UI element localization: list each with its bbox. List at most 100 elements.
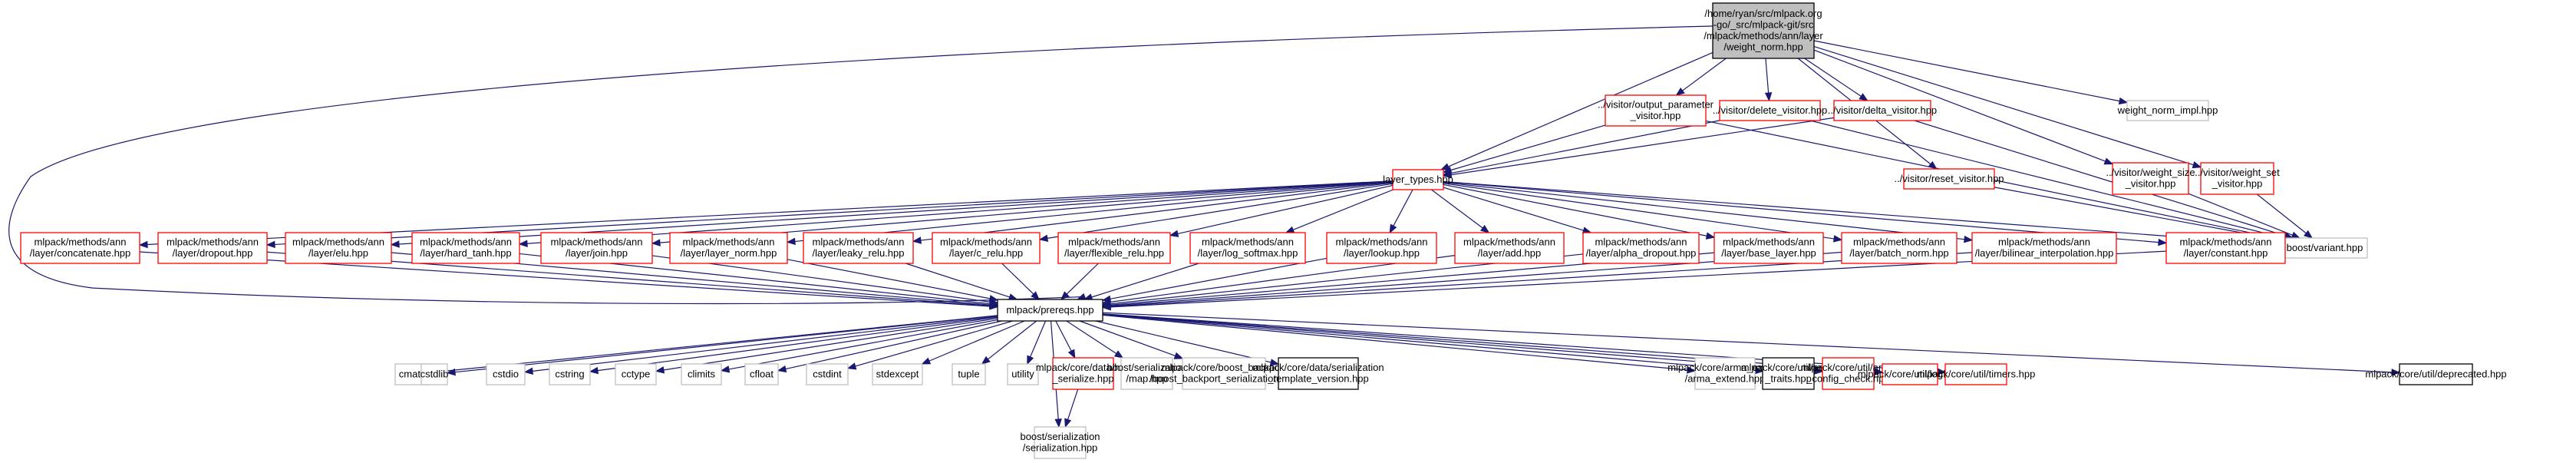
edge-layertypes-to-logsoftmax xyxy=(1285,189,1394,233)
node-label: mlpack/methods/ann xyxy=(1853,236,1945,248)
node-label: climits xyxy=(688,368,716,379)
node-stdexcept[interactable]: stdexcept xyxy=(872,363,923,385)
edge-line xyxy=(1110,252,1973,307)
edge-root-to-wset xyxy=(1813,46,2202,169)
node-box xyxy=(1189,232,1306,264)
edge-layertypes-to-batchnorm xyxy=(1443,183,1843,243)
edge-prereqs-to-utility xyxy=(1027,320,1047,365)
node-deprecated[interactable]: mlpack/core/util/deprecated.hpp xyxy=(2365,363,2507,385)
node-climits[interactable]: climits xyxy=(681,363,722,385)
node-cfloat[interactable]: cfloat xyxy=(744,363,779,385)
node-bilinear[interactable]: mlpack/methods/ann/layer/bilinear_interp… xyxy=(1971,232,2117,264)
arrowhead-icon xyxy=(2291,231,2301,239)
node-crelu[interactable]: mlpack/methods/ann/layer/c_relu.hpp xyxy=(932,232,1041,264)
node-cstdint[interactable]: cstdint xyxy=(806,363,849,385)
node-label: ../visitor/output_parameter xyxy=(1598,99,1714,111)
arrowhead-icon xyxy=(1859,93,1869,101)
node-box xyxy=(2200,162,2274,195)
node-label: _config_check.hpp xyxy=(1806,373,1889,385)
node-backport[interactable]: mlpack/core/boost_backport/boost_backpor… xyxy=(1149,357,1298,390)
node-cstdio[interactable]: cstdio xyxy=(486,363,526,385)
node-layernorm[interactable]: mlpack/methods/ann/layer/layer_norm.hpp xyxy=(669,232,788,264)
node-wsize[interactable]: ../visitor/weight_size_visitor.hpp xyxy=(2106,162,2195,195)
node-log[interactable]: mlpack/core/util/log.hpp xyxy=(1858,363,1963,385)
node-reset[interactable]: ../visitor/reset_visitor.hpp xyxy=(1894,168,2004,190)
node-delta[interactable]: ../visitor/delta_visitor.hpp xyxy=(1828,100,1937,121)
edge-prereqs-to-climits xyxy=(720,319,998,373)
edge-leakyrelu-to-prereqs xyxy=(905,263,1018,301)
node-label: cfloat xyxy=(750,368,773,379)
node-box xyxy=(486,363,526,385)
node-armatraits[interactable]: mlpack/core/util/arma_traits.hpp xyxy=(1741,357,1836,390)
node-armaextend[interactable]: mlpack/core/arma_extend/arma_extend.hpp xyxy=(1667,357,1783,390)
edge-root-to-outparam xyxy=(1675,58,1727,96)
edge-line xyxy=(1091,263,1199,298)
arrowhead-icon xyxy=(390,240,400,248)
node-alphadropout[interactable]: mlpack/methods/ann/layer/alpha_dropout.h… xyxy=(1582,232,1700,264)
node-box xyxy=(669,232,788,264)
node-add[interactable]: mlpack/methods/ann/layer/add.hpp xyxy=(1454,232,1565,264)
node-label: ../visitor/reset_visitor.hpp xyxy=(1894,173,2004,184)
node-label: /layer/log_softmax.hpp xyxy=(1198,247,1298,259)
node-constant[interactable]: mlpack/methods/ann/layer/constant.hpp xyxy=(2165,232,2286,264)
node-elu[interactable]: mlpack/methods/ann/layer/elu.hpp xyxy=(285,232,392,264)
node-box xyxy=(932,232,1041,264)
node-label: mlpack/core/util/deprecated.hpp xyxy=(2365,368,2506,379)
node-label: mlpack/methods/ann xyxy=(1068,236,1160,248)
edge-line xyxy=(728,319,998,370)
node-cctype[interactable]: cctype xyxy=(615,363,657,385)
edge-root-to-delta xyxy=(1804,58,1869,101)
arrowhead-icon xyxy=(1874,368,1884,375)
node-flexrelu[interactable]: mlpack/methods/ann/layer/flexible_relu.h… xyxy=(1057,232,1171,264)
arrowhead-icon xyxy=(1440,163,1450,170)
node-box xyxy=(1326,232,1437,264)
node-outparam[interactable]: ../visitor/output_parameter_visitor.hpp xyxy=(1598,94,1714,127)
edge-line xyxy=(139,251,991,307)
node-hasserialize[interactable]: mlpack/core/data/has_serialize.hpp xyxy=(1036,357,1131,390)
node-box xyxy=(681,363,722,385)
node-label: /layer/lookup.hpp xyxy=(1344,247,1420,259)
edge-prereqs-to-backport xyxy=(1079,320,1184,359)
node-logsoftmax[interactable]: mlpack/methods/ann/layer/log_softmax.hpp xyxy=(1189,232,1306,264)
node-dropout[interactable]: mlpack/methods/ann/layer/dropout.hpp xyxy=(157,232,268,264)
edge-layertypes-to-lookup xyxy=(1389,189,1413,234)
edge-root-to-impl xyxy=(1813,40,2129,105)
node-wset[interactable]: ../visitor/weight_set_visitor.hpp xyxy=(2195,162,2280,195)
arrowhead-icon xyxy=(1814,367,1824,375)
arrowhead-icon xyxy=(1285,226,1295,233)
node-label: stdexcept xyxy=(876,368,919,379)
node-variant[interactable]: boost/variant.hpp xyxy=(2281,237,2368,259)
node-timers[interactable]: mlpack/core/util/timers.hpp xyxy=(1917,363,2036,385)
node-armaconfig[interactable]: mlpack/core/util/arma_config_check.hpp xyxy=(1801,357,1896,390)
node-lookup[interactable]: mlpack/methods/ann/layer/lookup.hpp xyxy=(1326,232,1437,264)
node-cstdlib[interactable]: cstdlib xyxy=(421,363,449,385)
arrowhead-icon xyxy=(1964,235,1974,243)
node-utility[interactable]: utility xyxy=(1007,363,1039,385)
node-baselayer[interactable]: mlpack/methods/ann/layer/base_layer.hpp xyxy=(1713,232,1824,264)
node-hardtanh[interactable]: mlpack/methods/ann/layer/hard_tanh.hpp xyxy=(411,232,520,264)
node-cstring[interactable]: cstring xyxy=(549,363,591,385)
node-impl[interactable]: weight_norm_impl.hpp xyxy=(2117,100,2218,121)
arrowhead-icon xyxy=(846,362,857,370)
edge-prereqs-to-cctype xyxy=(655,317,998,374)
arrowhead-icon xyxy=(1169,230,1179,237)
node-box xyxy=(744,363,779,385)
node-label: cctype xyxy=(622,368,651,379)
node-label: -go/_src/mlpack-git/src xyxy=(1713,19,1814,31)
node-leakyrelu[interactable]: mlpack/methods/ann/layer/leaky_relu.hpp xyxy=(803,232,914,264)
arrowhead-icon xyxy=(1389,223,1397,234)
node-delete[interactable]: ../visitor/delete_visitor.hpp xyxy=(1713,100,1828,121)
node-prereqs[interactable]: mlpack/prereqs.hpp xyxy=(997,299,1103,322)
node-concatenate[interactable]: mlpack/methods/ann/layer/concatenate.hpp xyxy=(20,232,140,264)
arrowhead-icon xyxy=(2118,97,2129,105)
node-root[interactable]: /home/ryan/src/mlpack.org-go/_src/mlpack… xyxy=(1704,2,1823,59)
node-label: /home/ryan/src/mlpack.org xyxy=(1704,8,1822,19)
node-batchnorm[interactable]: mlpack/methods/ann/layer/batch_norm.hpp xyxy=(1841,232,1958,264)
node-tuple[interactable]: tuple xyxy=(952,363,986,385)
node-join[interactable]: mlpack/methods/ann/layer/join.hpp xyxy=(540,232,653,264)
node-serialization[interactable]: boost/serialization/serialization.hpp xyxy=(1020,426,1100,459)
node-sermap[interactable]: boost/serialization/map.hpp xyxy=(1107,357,1187,390)
node-layertypes[interactable]: layer_types.hpp xyxy=(1383,169,1453,190)
arrowhead-icon xyxy=(655,366,665,374)
node-sertemplate[interactable]: mlpack/core/data/serialization_template_… xyxy=(1252,357,1384,390)
